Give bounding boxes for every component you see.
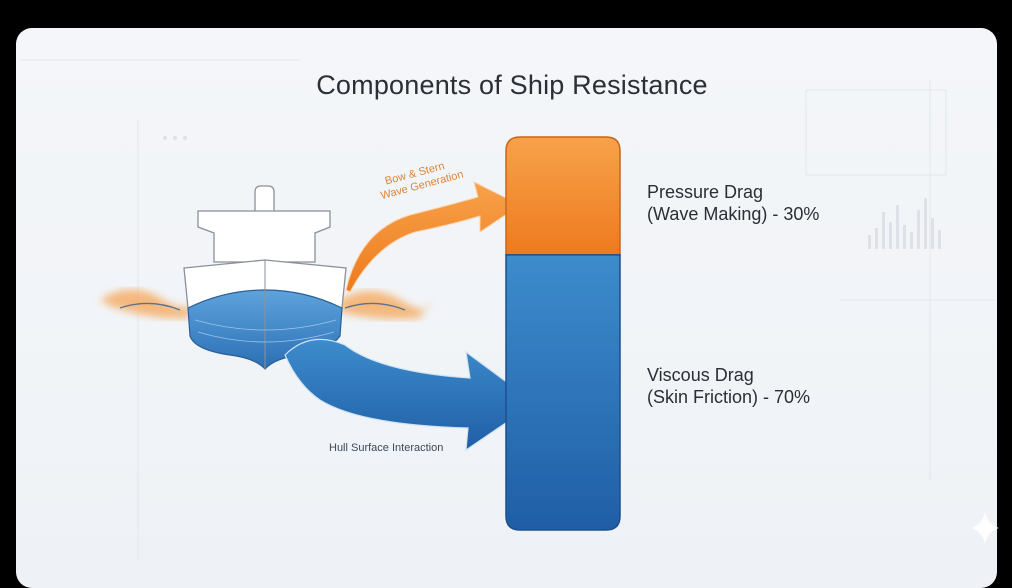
viscous-drag-name: Viscous Drag <box>647 365 754 385</box>
pressure-drag-name: Pressure Drag <box>647 182 764 202</box>
sparkle-icon <box>971 512 999 544</box>
background-grid <box>20 59 995 560</box>
hull-arrow-label: Hull Surface Interaction <box>329 442 444 454</box>
bar-segment-viscous-drag <box>505 254 621 531</box>
page-title: Components of Ship Resistance <box>316 70 708 100</box>
viscous-drag-label: Viscous Drag (Skin Friction) - 70% <box>647 364 810 408</box>
diagram <box>20 59 999 560</box>
resistance-bar <box>505 136 621 531</box>
viscous-drag-detail: (Skin Friction) - 70% <box>647 387 811 407</box>
pressure-drag-detail: (Wave Making) - 30% <box>647 204 820 224</box>
bar-segment-pressure-drag <box>505 136 621 256</box>
pressure-drag-label: Pressure Drag (Wave Making) - 30% <box>647 181 819 225</box>
skin-friction-arrow <box>284 338 537 452</box>
background-bars <box>163 136 941 249</box>
water-waves <box>100 289 430 320</box>
wave-making-arrow <box>345 181 521 293</box>
